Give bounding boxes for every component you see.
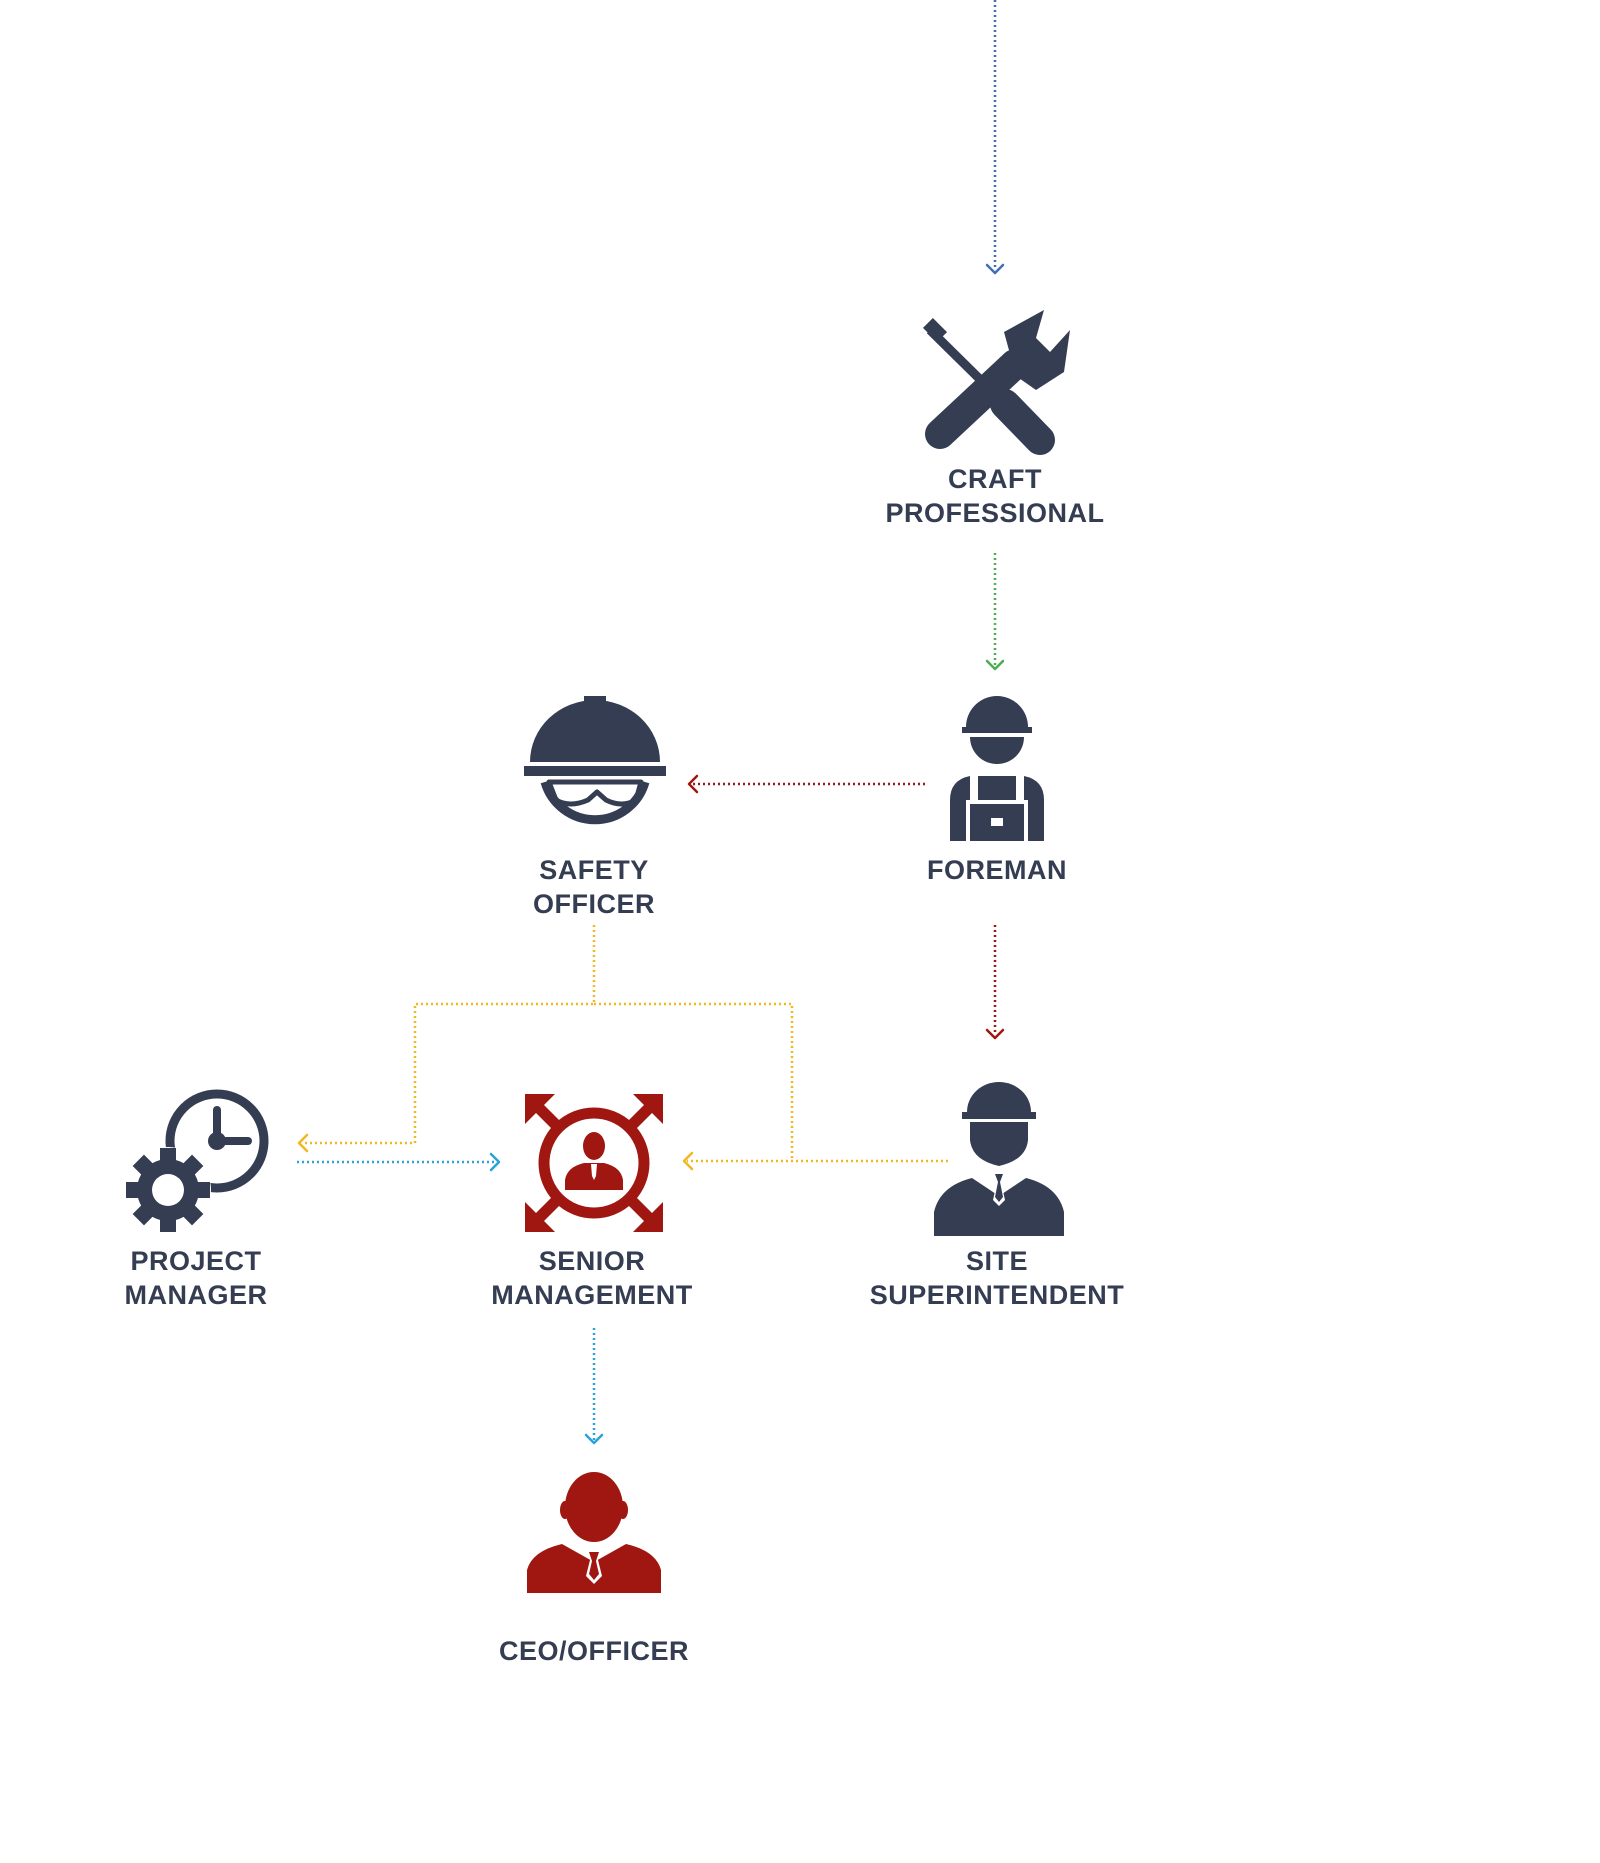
foreman-label: FOREMAN <box>927 853 1067 887</box>
safety-officer-label-line2: OFFICER <box>533 889 655 919</box>
connector-top-to-craft <box>985 0 1005 275</box>
hardhat-suit-icon <box>934 1082 1064 1236</box>
tools-icon <box>922 310 1070 455</box>
safety-officer-label: SAFETY OFFICER <box>533 853 655 921</box>
senior-management-label-line2: MANAGEMENT <box>491 1280 693 1310</box>
craft-professional-label-line2: PROFESSIONAL <box>885 498 1105 528</box>
ceo-officer-label-line1: CEO/OFFICER <box>498 1636 690 1666</box>
project-manager-label: PROJECT MANAGER <box>125 1244 268 1312</box>
connector-foreman-to-site <box>985 925 1005 1040</box>
connector-senior-to-ceo <box>584 1328 604 1445</box>
senior-management-label-line1: SENIOR <box>538 1246 646 1276</box>
worker-overalls-icon <box>950 696 1044 841</box>
craft-professional-label-line1: CRAFT <box>948 464 1042 494</box>
ceo-officer-label: CEO/OFFICER <box>499 1634 689 1668</box>
site-superintendent-label-line2: SUPERINTENDENT <box>869 1280 1125 1310</box>
project-manager-label-line2: MANAGER <box>124 1280 268 1310</box>
connector-foreman-to-safety <box>687 774 925 794</box>
foreman-label-line1: FOREMAN <box>927 855 1067 885</box>
connector-craft-to-foreman <box>985 553 1005 671</box>
site-superintendent-label: SITE SUPERINTENDENT <box>870 1244 1125 1312</box>
connector-pm-to-senior <box>297 1152 501 1172</box>
connector-safety-branch <box>297 925 794 1161</box>
connector-site-to-senior <box>682 1151 948 1171</box>
hardhat-goggles-icon <box>524 696 666 825</box>
manager-expand-icon <box>525 1094 663 1232</box>
senior-management-label: SENIOR MANAGEMENT <box>491 1244 693 1312</box>
safety-officer-label-line1: SAFETY <box>539 855 649 885</box>
craft-professional-label: CRAFT PROFESSIONAL <box>885 462 1104 530</box>
project-manager-label-line1: PROJECT <box>130 1246 262 1276</box>
gear-clock-icon <box>125 1089 269 1233</box>
site-superintendent-label-line1: SITE <box>965 1246 1028 1276</box>
executive-icon <box>527 1472 661 1593</box>
